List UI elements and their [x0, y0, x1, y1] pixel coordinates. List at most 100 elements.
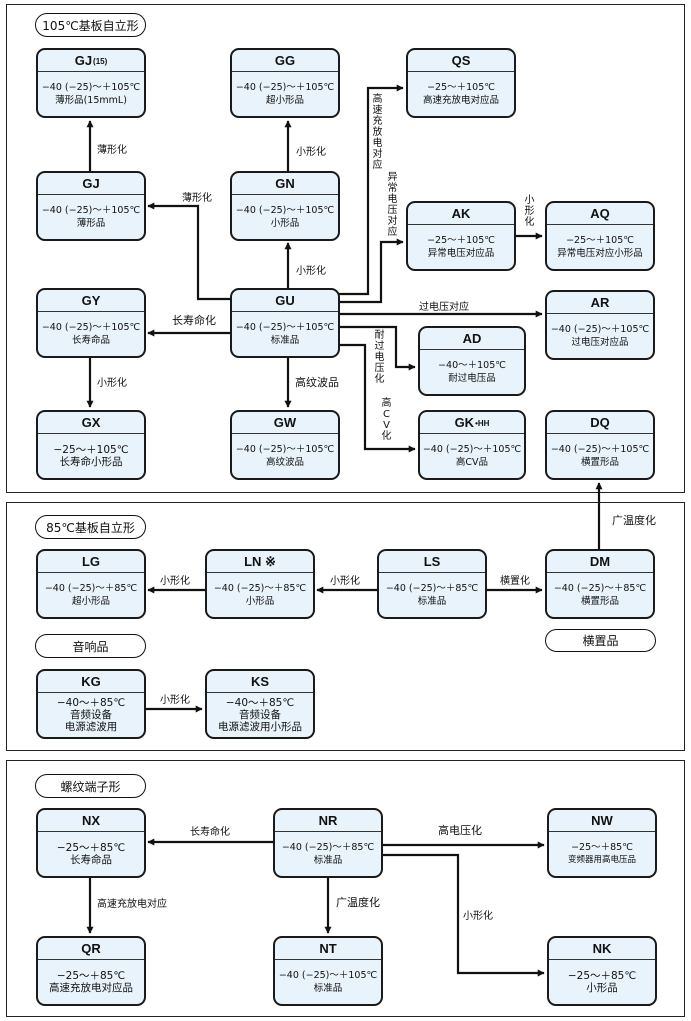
node-code: AR	[547, 292, 653, 314]
node-temp: −40 (−25)〜＋105℃	[235, 322, 335, 333]
edge-label-ln-to-lg: 小形化	[160, 576, 190, 587]
node-temp: −25〜＋105℃	[53, 444, 129, 456]
edge-label-dm-to-dq: 广温度化	[612, 514, 656, 527]
node-desc: 超小形品	[265, 95, 304, 106]
node-ad[interactable]: AD −40〜＋105℃ 耐过电压品	[418, 326, 526, 396]
edge-label-gu-to-gj: 薄形化	[182, 193, 212, 204]
node-temp: −40 (−25)〜＋85℃	[213, 583, 307, 594]
node-desc: 音频设备	[70, 709, 112, 721]
edge-label-ls-to-ln: 小形化	[330, 576, 360, 587]
node-code: KS	[207, 671, 313, 693]
edge-label-gj-to-gj15: 薄形化	[97, 145, 127, 156]
node-code: QS	[408, 50, 514, 72]
edge-label-gu-to-ak: 异常电压对应	[387, 172, 398, 238]
node-desc: 长寿命品	[71, 335, 110, 346]
node-temp: −40 (−25)〜＋105℃	[278, 970, 378, 981]
edge-label-gu-to-gn: 小形化	[296, 266, 326, 277]
node-code: QR	[38, 938, 144, 960]
node-temp: −25〜＋85℃	[567, 970, 637, 982]
node-desc: 长寿命小形品	[59, 456, 123, 468]
node-nr[interactable]: NR −40 (−25)〜＋85℃ 标准品	[273, 808, 383, 878]
edge-label-gu-to-qs: 高速充放电对应	[372, 94, 383, 171]
node-temp: −25〜＋105℃	[566, 235, 634, 246]
node-desc: 横置形品	[580, 457, 619, 468]
node-temp: −40 (−25)〜＋85℃	[281, 842, 375, 853]
node-desc: 薄形品	[76, 218, 106, 229]
group-label-horizontal: 横置品	[545, 629, 656, 652]
node-code: LG	[38, 551, 144, 573]
edge-label-nr-to-nk: 小形化	[463, 911, 493, 922]
edge-label-ak-to-aq: 小形化	[524, 195, 535, 228]
node-desc: 标准品	[313, 855, 343, 866]
node-desc: 薄形品(15mmL)	[55, 95, 127, 106]
node-desc: 小形品	[586, 982, 618, 994]
node-temp: −40 (−25)〜＋105℃	[235, 205, 335, 216]
node-temp: −40〜＋85℃	[56, 697, 126, 709]
node-desc: 标准品	[417, 596, 447, 607]
node-temp: −40〜＋105℃	[438, 360, 506, 371]
node-temp: −40 (−25)〜＋105℃	[235, 82, 335, 93]
node-desc-2: 电源滤波用	[64, 721, 118, 733]
edge-label-gu-to-ar: 过电压对应	[419, 302, 469, 313]
node-desc: 超小形品	[71, 596, 110, 607]
node-aq[interactable]: AQ −25〜＋105℃ 异常电压对应小形品	[545, 201, 655, 271]
node-temp: −40 (−25)〜＋105℃	[41, 322, 141, 333]
node-lg[interactable]: LG −40 (−25)〜＋85℃ 超小形品	[36, 549, 146, 619]
edge-label-gy-to-gx: 小形化	[97, 378, 127, 389]
edge-label-nr-to-nt: 广温度化	[336, 896, 380, 909]
node-desc: 横置形品	[580, 596, 619, 607]
node-code-suffix: (15)	[93, 57, 108, 66]
edge-label-nx-to-qr: 高速充放电对应	[97, 899, 167, 910]
node-temp: −40〜＋85℃	[225, 697, 295, 709]
node-temp: −40 (−25)〜＋105℃	[41, 205, 141, 216]
node-code: GX	[38, 412, 144, 434]
node-ar[interactable]: AR −40 (−25)〜＋105℃ 过电压对应品	[545, 290, 655, 360]
node-code: DQ	[547, 412, 653, 434]
node-desc: 异常电压对应小形品	[557, 248, 643, 259]
node-dq[interactable]: DQ −40 (−25)〜＋105℃ 横置形品	[545, 410, 655, 480]
edge-label-nr-to-nx: 长寿命化	[190, 827, 230, 838]
node-desc: 高CV品	[455, 457, 489, 468]
node-code: AQ	[547, 203, 653, 225]
node-code: GU	[232, 290, 338, 312]
node-code: GN	[232, 173, 338, 195]
node-gu[interactable]: GU −40 (−25)〜＋105℃ 标准品	[230, 288, 340, 358]
edge-label-gu-to-ad: 耐过电压化	[374, 330, 385, 385]
node-desc: 过电压对应品	[571, 337, 629, 348]
node-code: DM	[547, 551, 653, 573]
node-desc: 标准品	[270, 335, 300, 346]
node-temp: −40 (−25)〜＋85℃	[44, 583, 138, 594]
node-code: NW	[549, 810, 655, 832]
node-code: GW	[232, 412, 338, 434]
node-temp: −40 (−25)〜＋105℃	[550, 444, 650, 455]
node-temp: −25〜＋85℃	[571, 842, 633, 853]
node-desc: 耐过电压品	[448, 373, 496, 384]
node-desc: 高速充放电对应品	[49, 982, 133, 994]
node-code: NR	[275, 810, 381, 832]
node-code: LS	[379, 551, 485, 573]
node-desc: 标准品	[313, 983, 343, 994]
node-code: AD	[420, 328, 524, 350]
node-temp: −25〜＋105℃	[427, 235, 495, 246]
node-temp: −40 (−25)〜＋105℃	[550, 324, 650, 335]
